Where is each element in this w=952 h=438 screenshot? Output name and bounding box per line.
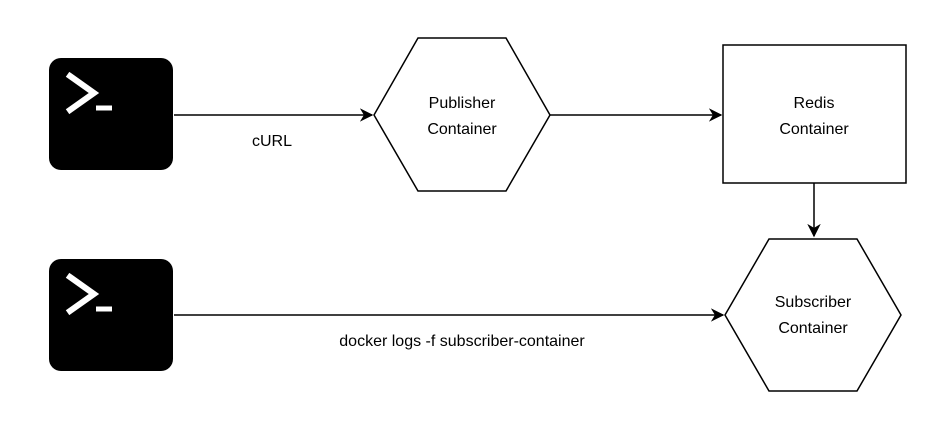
- publisher-label-line2: Container: [427, 121, 497, 138]
- terminal-top-icon: [49, 58, 173, 170]
- redis-label-line1: Redis: [794, 95, 835, 112]
- subscriber-label-line2: Container: [778, 320, 848, 337]
- subscriber-label-line1: Subscriber: [775, 294, 852, 311]
- redis-container-node: Redis Container: [722, 44, 907, 184]
- edge-curl-label: cURL: [252, 133, 292, 150]
- publisher-label-line1: Publisher: [429, 95, 496, 112]
- terminal-bottom-icon: [49, 259, 173, 371]
- subscriber-container-node: Subscriber Container: [724, 238, 902, 392]
- redis-label-line2: Container: [779, 121, 849, 138]
- publisher-container-node: Publisher Container: [373, 37, 551, 192]
- edge-logs-label: docker logs -f subscriber-container: [339, 333, 585, 350]
